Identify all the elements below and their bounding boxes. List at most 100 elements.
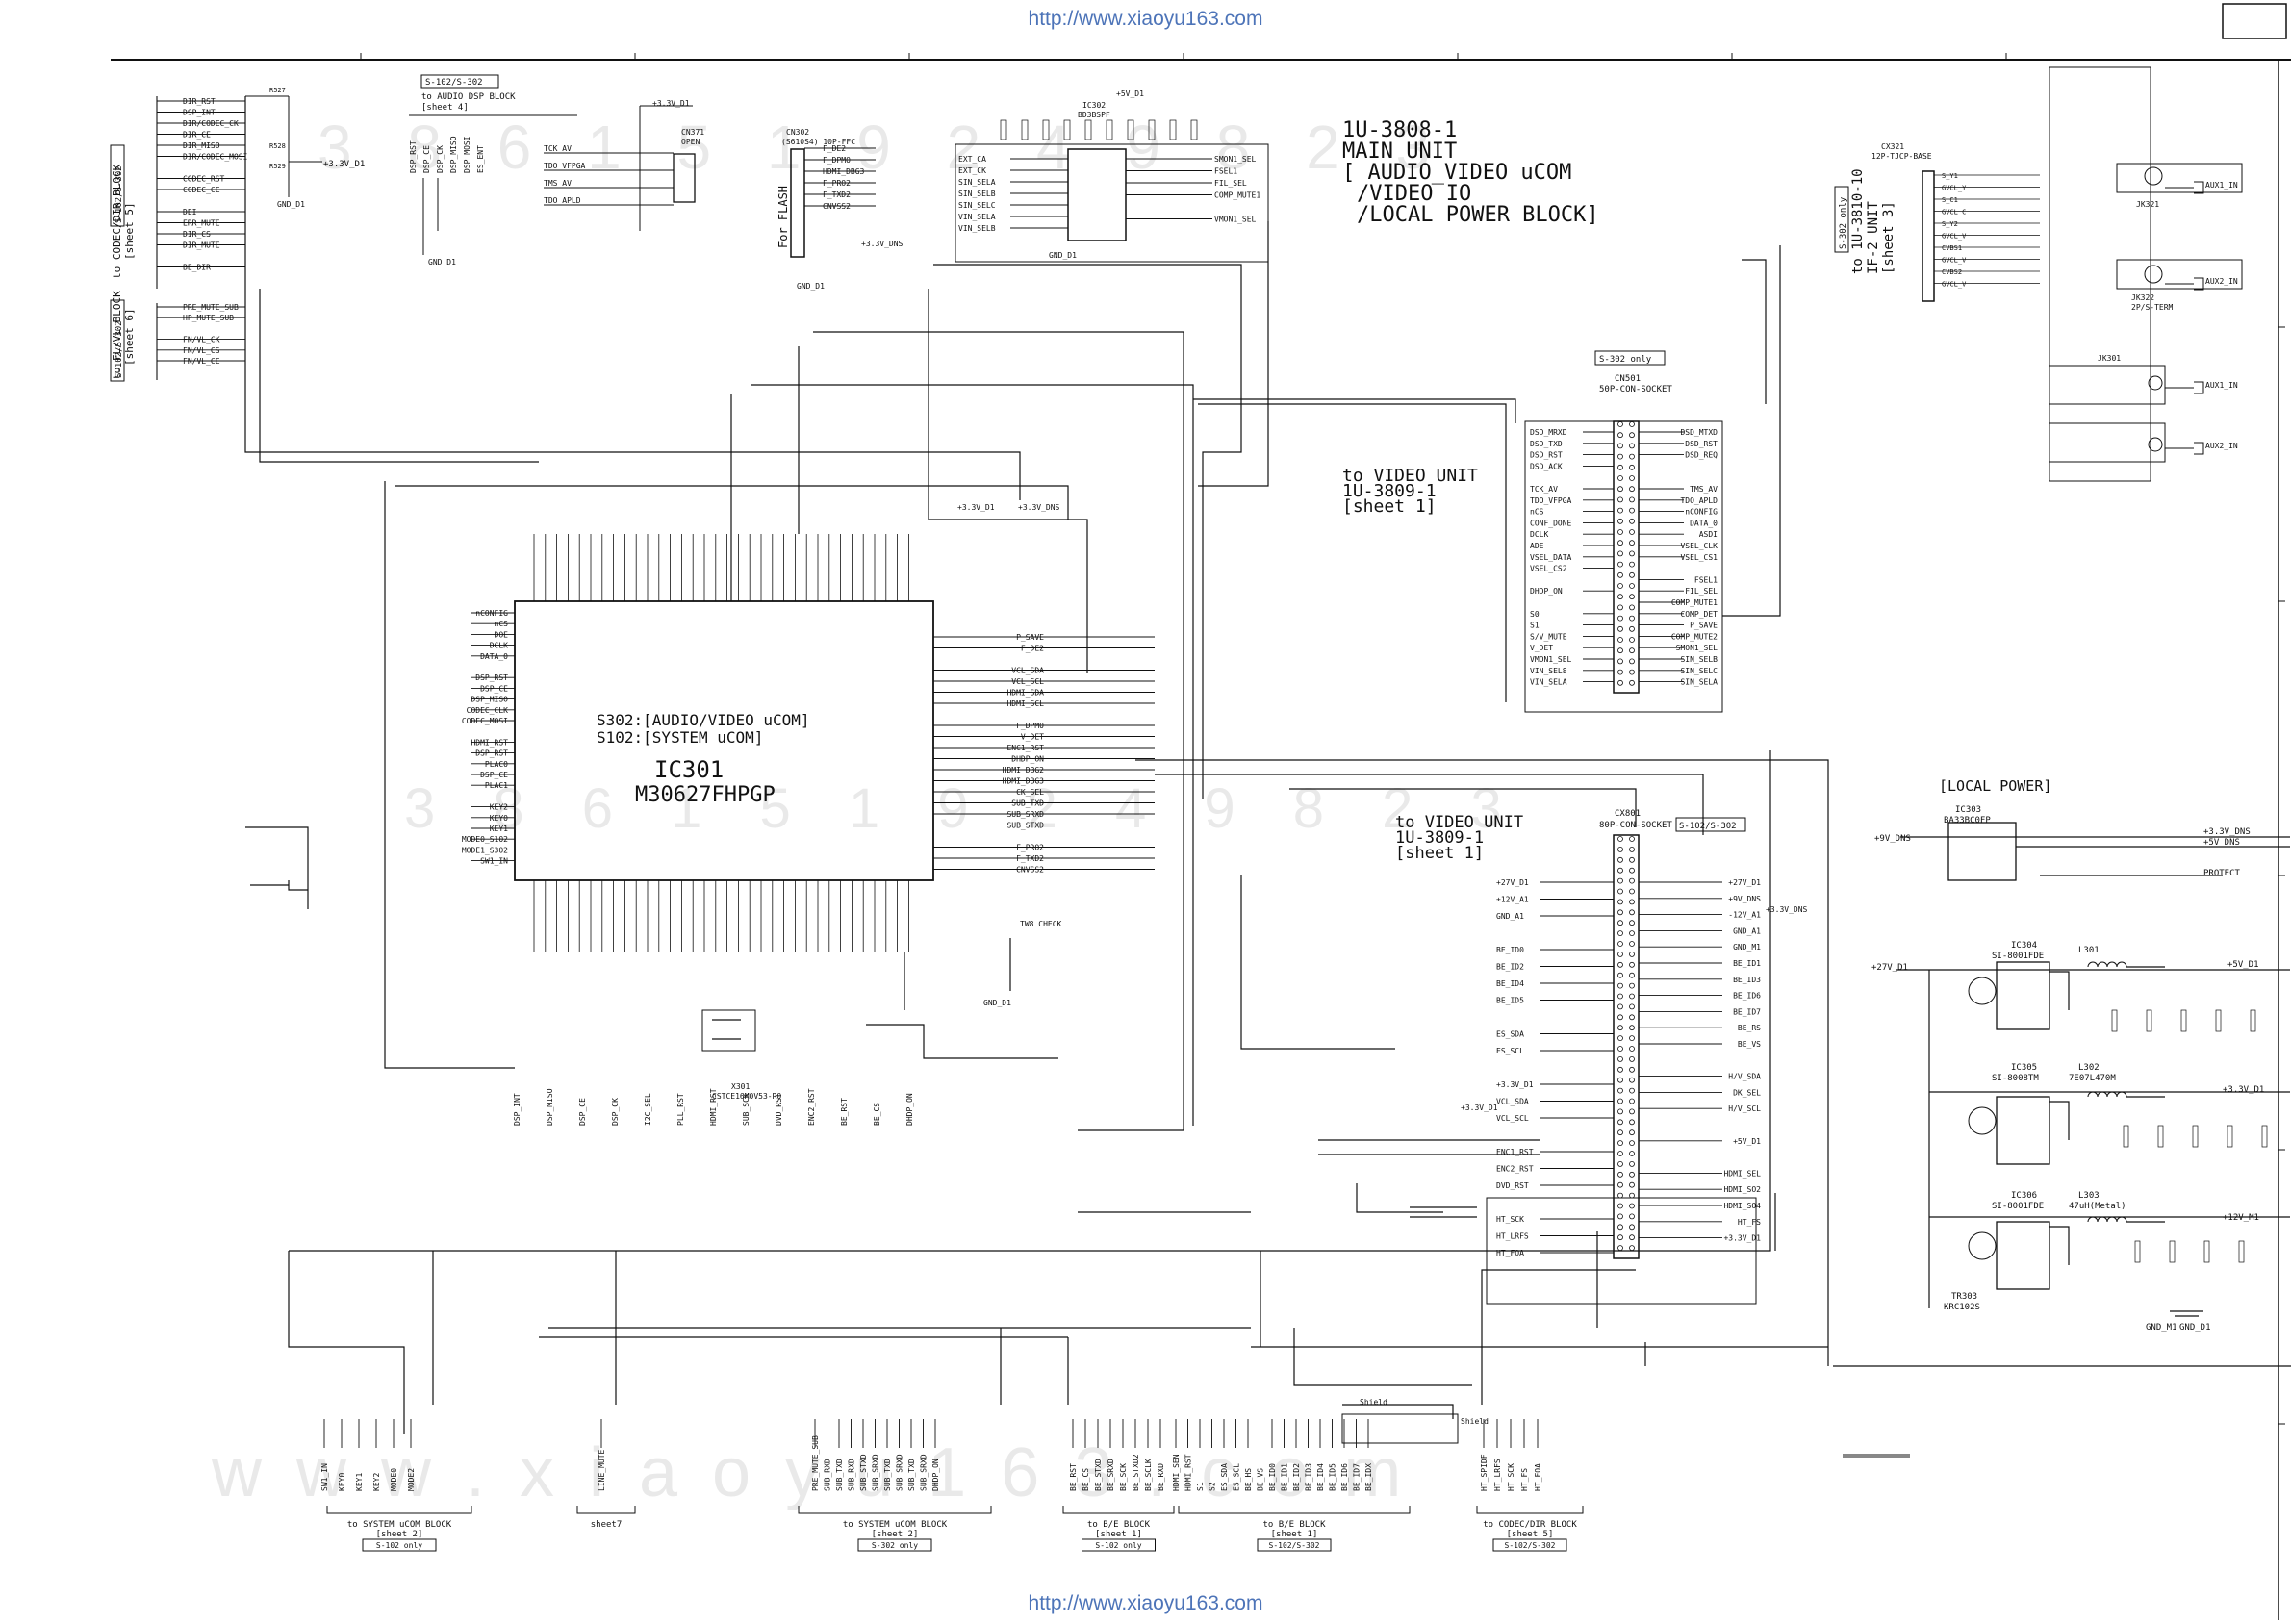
cx801-left-pin: VCL_SCL: [1496, 1114, 1529, 1123]
harness-badge: S-102 only: [376, 1541, 422, 1550]
ic302-right-pin: FIL_SEL: [1214, 179, 1247, 188]
ic301-right-pin: CNVSS2: [1016, 866, 1044, 875]
ic302-left-pin: VIN_SELB: [958, 224, 996, 233]
harness-pin: SUB_RXD: [848, 1459, 856, 1491]
flash-label: For FLASH: [776, 186, 790, 248]
flash-right-pin: HDMI_DBG3: [823, 167, 865, 176]
aux-io-block: CX321 12P-TJCP-BASE to 1U-3810-10 IF-2 U…: [1834, 142, 2238, 450]
harness-sheet: [sheet 2]: [872, 1530, 919, 1539]
harness-pin: KEY2: [372, 1473, 381, 1491]
harness-pin: BE_ID6: [1340, 1463, 1349, 1491]
harness-pin: BE_ID5: [1329, 1463, 1337, 1491]
cx801-left-pin: BE_ID4: [1496, 979, 1524, 988]
ic301-ref: IC301: [654, 756, 724, 783]
aux-pin: S_C1: [1942, 196, 1958, 204]
shield-1: Shield: [1360, 1398, 1387, 1407]
harness-pin: BE_SCLK: [1144, 1459, 1153, 1491]
local-power-wiring: [1896, 836, 2290, 1317]
tr303-part: KRC102S: [1944, 1303, 1980, 1312]
power-out-5dns: +5V_DNS: [2203, 838, 2240, 848]
dsp-pin: DSP_RST: [409, 140, 418, 173]
aux-pin: GVCL_V: [1942, 257, 1967, 265]
ic301-left-pin: DSP_RST: [475, 749, 508, 758]
ic301-right-pin: P_SAVE: [1016, 633, 1044, 642]
dsp-gnd: GND_D1: [428, 258, 456, 266]
cx801-right-pin: +27V_D1: [1728, 878, 1761, 887]
misc-v33-cx: +3.3V_D1: [1461, 1104, 1498, 1112]
flash-v33dns: +3.3V_DNS: [861, 240, 904, 248]
fl-sheet: [sheet 6]: [123, 308, 136, 366]
codec-pin: BE_DIR: [183, 264, 211, 272]
aux-pin: GVCL_V: [1942, 233, 1967, 241]
ic301-bottom-pin: DVD_RST: [775, 1093, 783, 1126]
harness-title: to B/E BLOCK: [1087, 1520, 1151, 1530]
tw-check: TW8 CHECK: [1020, 920, 1062, 928]
harness-pin: MODE0: [390, 1468, 398, 1491]
codec-pin: DIR_CE: [183, 131, 211, 140]
fl-badge: S-102/S-302: [115, 320, 124, 378]
flash-right-pin: CNVSS2: [823, 202, 851, 211]
aux-jack-1: [2116, 259, 2243, 290]
cn501-left-pin: DCLK: [1530, 530, 1548, 539]
video-bot-l3: [sheet 1]: [1395, 844, 1484, 863]
misc-v33dns: +3.3V_DNS: [1018, 503, 1060, 512]
cx801-left-pin: ENC1_RST: [1496, 1148, 1534, 1156]
cx801-right-pin: BE_ID7: [1733, 1007, 1761, 1016]
ic301-left-pin: MODE0_S102: [462, 835, 508, 844]
harness-pin: SUB_TXD: [907, 1459, 916, 1491]
harness-pin: SUB_SRXD: [896, 1454, 904, 1491]
jack-jk301: JK301: [2098, 354, 2121, 363]
cx801-type: 80P-CON-SOCKET: [1599, 821, 1672, 830]
jack-type: 2P/S-TERM: [2131, 303, 2174, 312]
ic304-part: SI-8001FDE: [1992, 952, 2044, 961]
codec-badge: S-102/S-302: [115, 165, 124, 223]
harness-title: to SYSTEM uCOM BLOCK: [347, 1520, 452, 1530]
harness-pin: ES_SDA: [1220, 1463, 1229, 1491]
harness-pin: BE_ID3: [1305, 1463, 1313, 1491]
ic301-right-pin: HDMI_SDA: [1006, 689, 1044, 698]
harness-pin: HT_FS: [1520, 1468, 1529, 1491]
ic301-left-pin: KEY1: [490, 825, 508, 833]
cx801-right-pin: HDMI_SO4: [1723, 1202, 1761, 1210]
fl-pin-labels: PRE_MUTE_SUBHP_MUTE_SUBFN/VL_CKFN/VL_CSF…: [156, 303, 245, 380]
r527-label: R527: [269, 87, 286, 94]
aux-pin: CVBS1: [1942, 244, 1962, 252]
ic301-left-pin: DSP_CE: [480, 684, 508, 693]
ic301-bottom-pin: HDMI_RST: [709, 1088, 718, 1126]
cx801-right-pin: -12V_A1: [1728, 911, 1761, 920]
source-url-top[interactable]: http://www.xiaoyu163.com: [1028, 8, 1263, 30]
ic302-right-pin: SMON1_SEL: [1214, 155, 1257, 164]
ic301-pin-labels: nCONFIGnCSDOEDCLKDATA_0DSP_RSTDSP_CEDSP_…: [462, 534, 1155, 1126]
harness-pin: SUB_TXD: [835, 1459, 844, 1491]
ic305-ref: IC305: [2011, 1063, 2037, 1073]
aux-pin-labels: S_Y1GVCL_YS_C1GVCL_CS_Y2GVCL_VCVBS1GVCL_…: [1934, 66, 2243, 482]
cx801-right-pin: HDMI_SEL: [1723, 1169, 1761, 1178]
cn501-right-pin: FSEL1: [1694, 575, 1718, 584]
ic301-right-pin: HDMI_DBG2: [1003, 766, 1045, 774]
ic301-bottom-pin: I2C_SEL: [644, 1093, 652, 1126]
dsp-pin: DSP_MISO: [449, 136, 458, 173]
ic303-ref: IC303: [1955, 805, 1981, 815]
aux-pin: CVBS2: [1942, 268, 1962, 276]
harness-pin: BE_RXD: [1157, 1463, 1165, 1491]
ic301-right-pin: ENC1_RST: [1006, 744, 1044, 752]
source-url-bottom[interactable]: http://www.xiaoyu163.com: [1028, 1592, 1263, 1614]
watermark: 3 8 6 1 5 1 9 2 4 9 8 2 3 3 8 6 1 5 1 9 …: [211, 113, 1502, 1511]
signal-wiring: [244, 96, 2291, 1444]
ic302-gnd: GND_D1: [1049, 251, 1077, 260]
ic302-right-pin: FSEL1: [1214, 167, 1237, 176]
harness-badge: S-102 only: [1095, 1541, 1141, 1550]
ic303-part: BA33BC0FP: [1944, 816, 1991, 825]
aux-out-2: AUX2_IN: [2205, 277, 2238, 286]
ic301-desc1: S302:[AUDIO/VIDEO uCOM]: [597, 711, 810, 729]
title-block: 1U-3808-1 MAIN UNIT [ AUDIO_VIDEO uCOM /…: [1342, 118, 1599, 227]
ic301-right-pin: CK_SEL: [1016, 788, 1044, 797]
audio-dsp-block: S-102/S-302 to AUDIO DSP BLOCK [sheet 4]…: [420, 74, 516, 266]
cn501-left-pin: VIN_SEL8: [1530, 667, 1567, 675]
harness-pin: ES_SCL: [1233, 1463, 1241, 1491]
l302-value: 7E07L470M: [2069, 1074, 2116, 1083]
aux-pin: S_Y2: [1942, 220, 1958, 228]
harness-pin: BE_ID1: [1281, 1463, 1289, 1491]
